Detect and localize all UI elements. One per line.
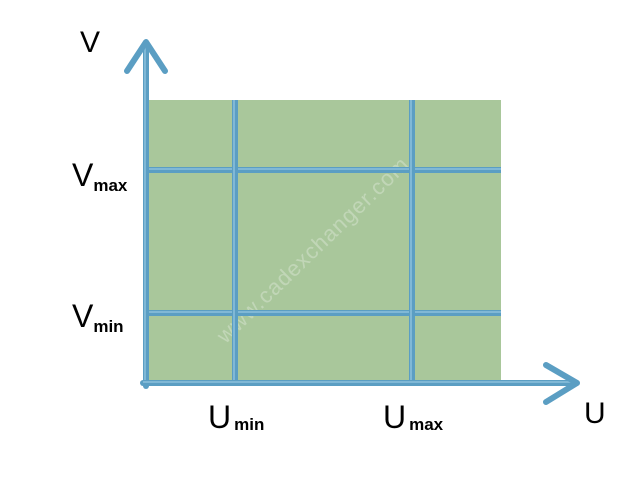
v-axis-arrowhead (124, 39, 168, 74)
v-min-grid-line (146, 310, 501, 316)
v-max-label: Vmax (72, 157, 128, 195)
v-min-label-sub: min (93, 317, 123, 336)
u-axis (140, 362, 580, 405)
parameter-domain-region (146, 100, 501, 382)
u-min-grid-line (232, 100, 238, 382)
v-max-grid-line (146, 167, 501, 173)
u-max-label-sub: max (409, 415, 444, 434)
v-max-label-sub: max (93, 176, 128, 195)
u-min-label-main: U (208, 399, 231, 435)
v-min-label: Vmin (72, 298, 124, 336)
v-min-label-main: V (72, 298, 94, 334)
u-axis-arrowhead (543, 362, 580, 405)
u-axis-label: U (584, 397, 606, 430)
v-max-label-main: V (72, 157, 94, 193)
v-axis-label: V (80, 26, 100, 59)
u-max-grid-line (409, 100, 415, 382)
u-max-label-main: U (383, 399, 406, 435)
u-min-label-sub: min (234, 415, 264, 434)
v-axis (124, 39, 168, 389)
